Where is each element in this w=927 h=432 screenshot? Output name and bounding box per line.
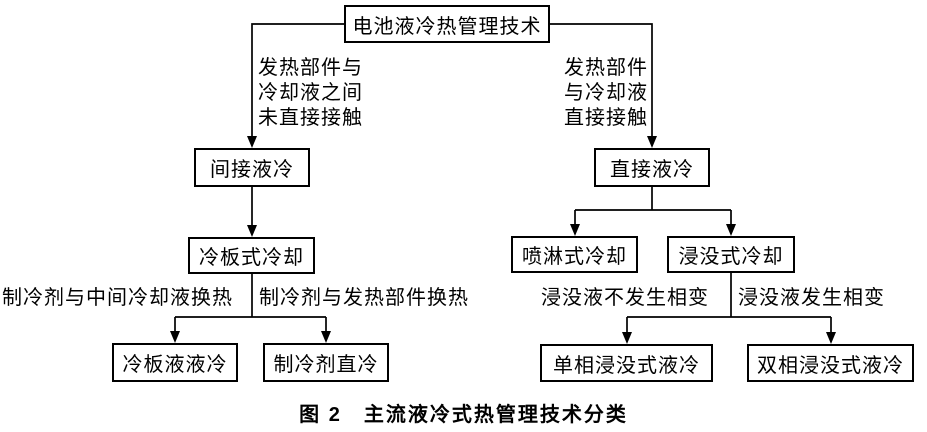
node-root: 电池液冷热管理技术 [344, 5, 550, 43]
edge-root-to-direct [550, 23, 653, 138]
arrowhead [321, 331, 331, 343]
edge-label-direct-condition: 发热部件 与冷却液 直接接触 [564, 57, 648, 129]
edge-label-immersion-right: 浸没液发生相变 [738, 287, 885, 309]
node-single-phase-immersion: 单相浸没式液冷 [540, 344, 713, 382]
arrowhead [170, 331, 180, 343]
edge-label-immersion-left: 浸没液不发生相变 [541, 287, 709, 309]
node-refrigerant-direct-cooling: 制冷剂直冷 [263, 343, 389, 382]
node-immersion-cooling: 浸没式冷却 [667, 236, 795, 273]
node-spray-cooling: 喷淋式冷却 [511, 236, 638, 273]
node-cold-plate-cooling: 冷板式冷却 [188, 237, 315, 274]
arrowhead [647, 136, 657, 148]
arrowhead [247, 225, 257, 237]
arrowhead [247, 136, 257, 148]
arrowhead [726, 224, 736, 236]
arrowhead [826, 332, 836, 344]
edge-label-indirect-condition: 发热部件与 冷却液之间 未直接接触 [258, 57, 363, 129]
edge-label-coldplate-right: 制冷剂与发热部件换热 [259, 287, 469, 309]
node-direct-liquid-cooling: 直接液冷 [594, 148, 710, 187]
edge-label-coldplate-left: 制冷剂与中间冷却液换热 [2, 287, 233, 309]
arrowhead [570, 224, 580, 236]
node-dual-phase-immersion: 双相浸没式液冷 [747, 344, 914, 382]
figure-caption: 图 2 主流液冷式热管理技术分类 [299, 404, 628, 426]
arrowhead [622, 332, 632, 344]
node-indirect-liquid-cooling: 间接液冷 [194, 148, 310, 187]
edge-root-to-indirect [251, 23, 344, 138]
node-cold-plate-liquid-liquid: 冷板液液冷 [112, 343, 238, 382]
